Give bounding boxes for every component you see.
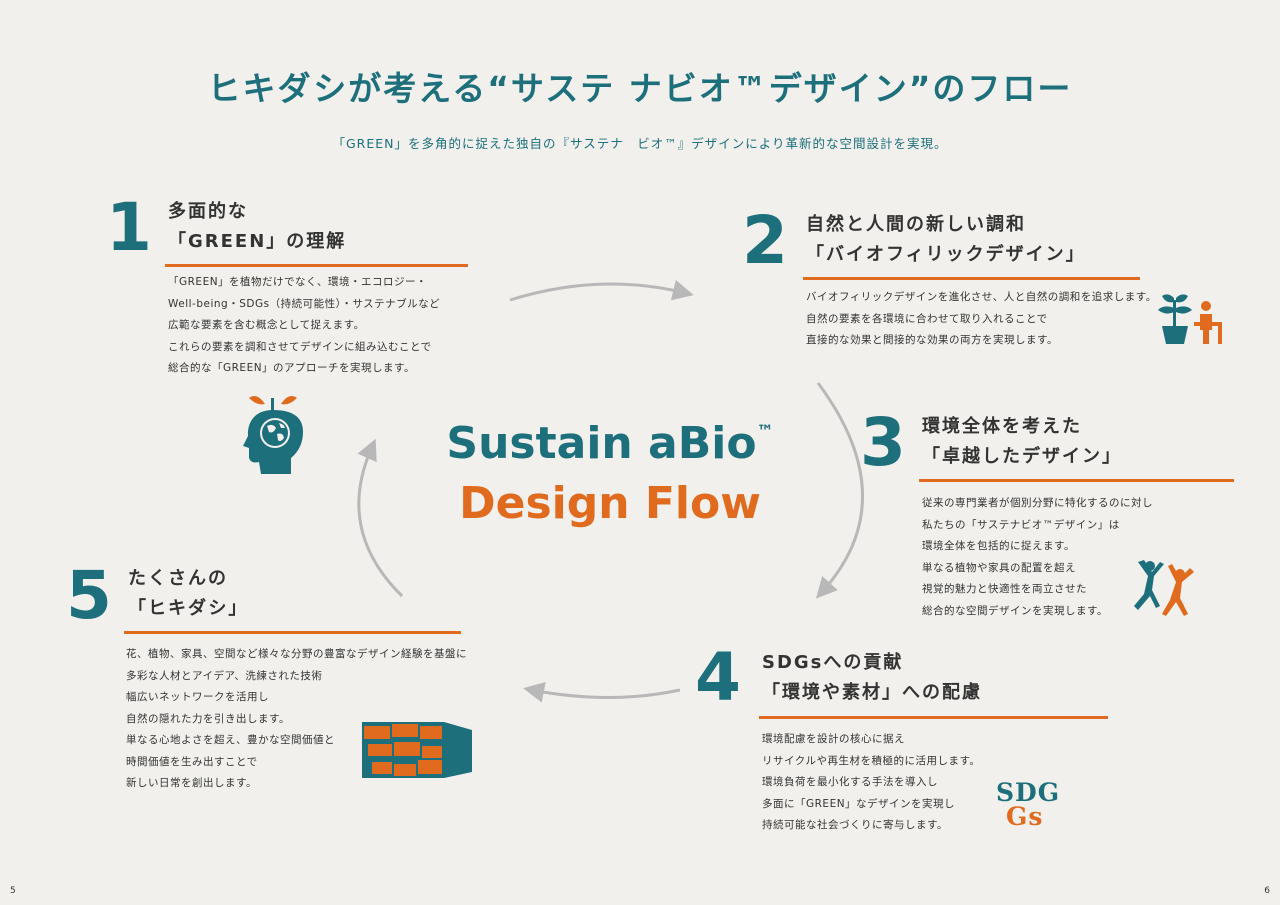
step-1-heading: 多面的な「GREEN」の理解 bbox=[168, 201, 347, 252]
step-2-rule bbox=[803, 277, 1140, 280]
center-title-line1: Sustain aBio™ bbox=[446, 418, 774, 469]
step-3-rule bbox=[919, 479, 1234, 482]
page-number-right: 6 bbox=[1264, 886, 1270, 896]
step-4-heading: SDGsへの貢献「環境や素材」への配慮 bbox=[762, 652, 982, 703]
arrow-1-to-2 bbox=[509, 279, 694, 302]
step-3-body: 従来の専門業者が個別分野に特化するのに対し私たちの「サステナビオ™デザイン」は環… bbox=[922, 497, 1153, 617]
step-1-number: 1 bbox=[106, 189, 152, 266]
step-5-heading: たくさんの「ヒキダシ」 bbox=[128, 568, 249, 619]
sdgs-logo: SDG Gs bbox=[996, 778, 1061, 831]
page-subtitle: 「GREEN」を多角的に捉えた独自の『サステナ ビオ™』デザインにより革新的な空… bbox=[332, 136, 948, 151]
step-3-heading: 環境全体を考えた「卓越したデザイン」 bbox=[922, 416, 1122, 467]
step-2-body: バイオフィリックデザインを進化させ、人と自然の調和を追求します。自然の要素を各環… bbox=[806, 291, 1157, 346]
step-5-rule bbox=[124, 631, 461, 634]
head-globe-icon bbox=[243, 396, 303, 474]
step-2-heading: 自然と人間の新しい調和「バイオフィリックデザイン」 bbox=[806, 214, 1086, 265]
step-4-number: 4 bbox=[695, 639, 741, 716]
page-title: ヒキダシが考える“サステ ナビオ™デザイン”のフロー bbox=[207, 69, 1073, 108]
step-5-number: 5 bbox=[66, 557, 112, 634]
step-5-body: 花、植物、家具、空間など様々な分野の豊富なデザイン経験を基盤に多彩な人材とアイデ… bbox=[126, 648, 467, 789]
arrow-5-to-1 bbox=[357, 438, 404, 598]
step-2-number: 2 bbox=[742, 202, 788, 279]
step-4-body: 環境配慮を設計の核心に据えリサイクルや再生材を積極的に活用します。環境負荷を最小… bbox=[762, 733, 981, 831]
step-1-body: 「GREEN」を植物だけでなく、環境・エコロジー・Well-being・SDGs… bbox=[168, 276, 441, 374]
arrow-4-to-5 bbox=[523, 681, 681, 703]
plant-and-person-icon bbox=[1158, 294, 1222, 344]
drawer-cabinet-icon bbox=[362, 722, 472, 778]
page-number-left: 5 bbox=[10, 886, 16, 896]
center-title-line2: Design Flow bbox=[459, 478, 761, 529]
step-4-rule bbox=[759, 716, 1108, 719]
two-people-jumping-icon bbox=[1134, 560, 1194, 616]
step-1-rule bbox=[165, 264, 468, 267]
arrow-2-to-3 bbox=[815, 382, 864, 599]
step-3-number: 3 bbox=[860, 404, 906, 481]
